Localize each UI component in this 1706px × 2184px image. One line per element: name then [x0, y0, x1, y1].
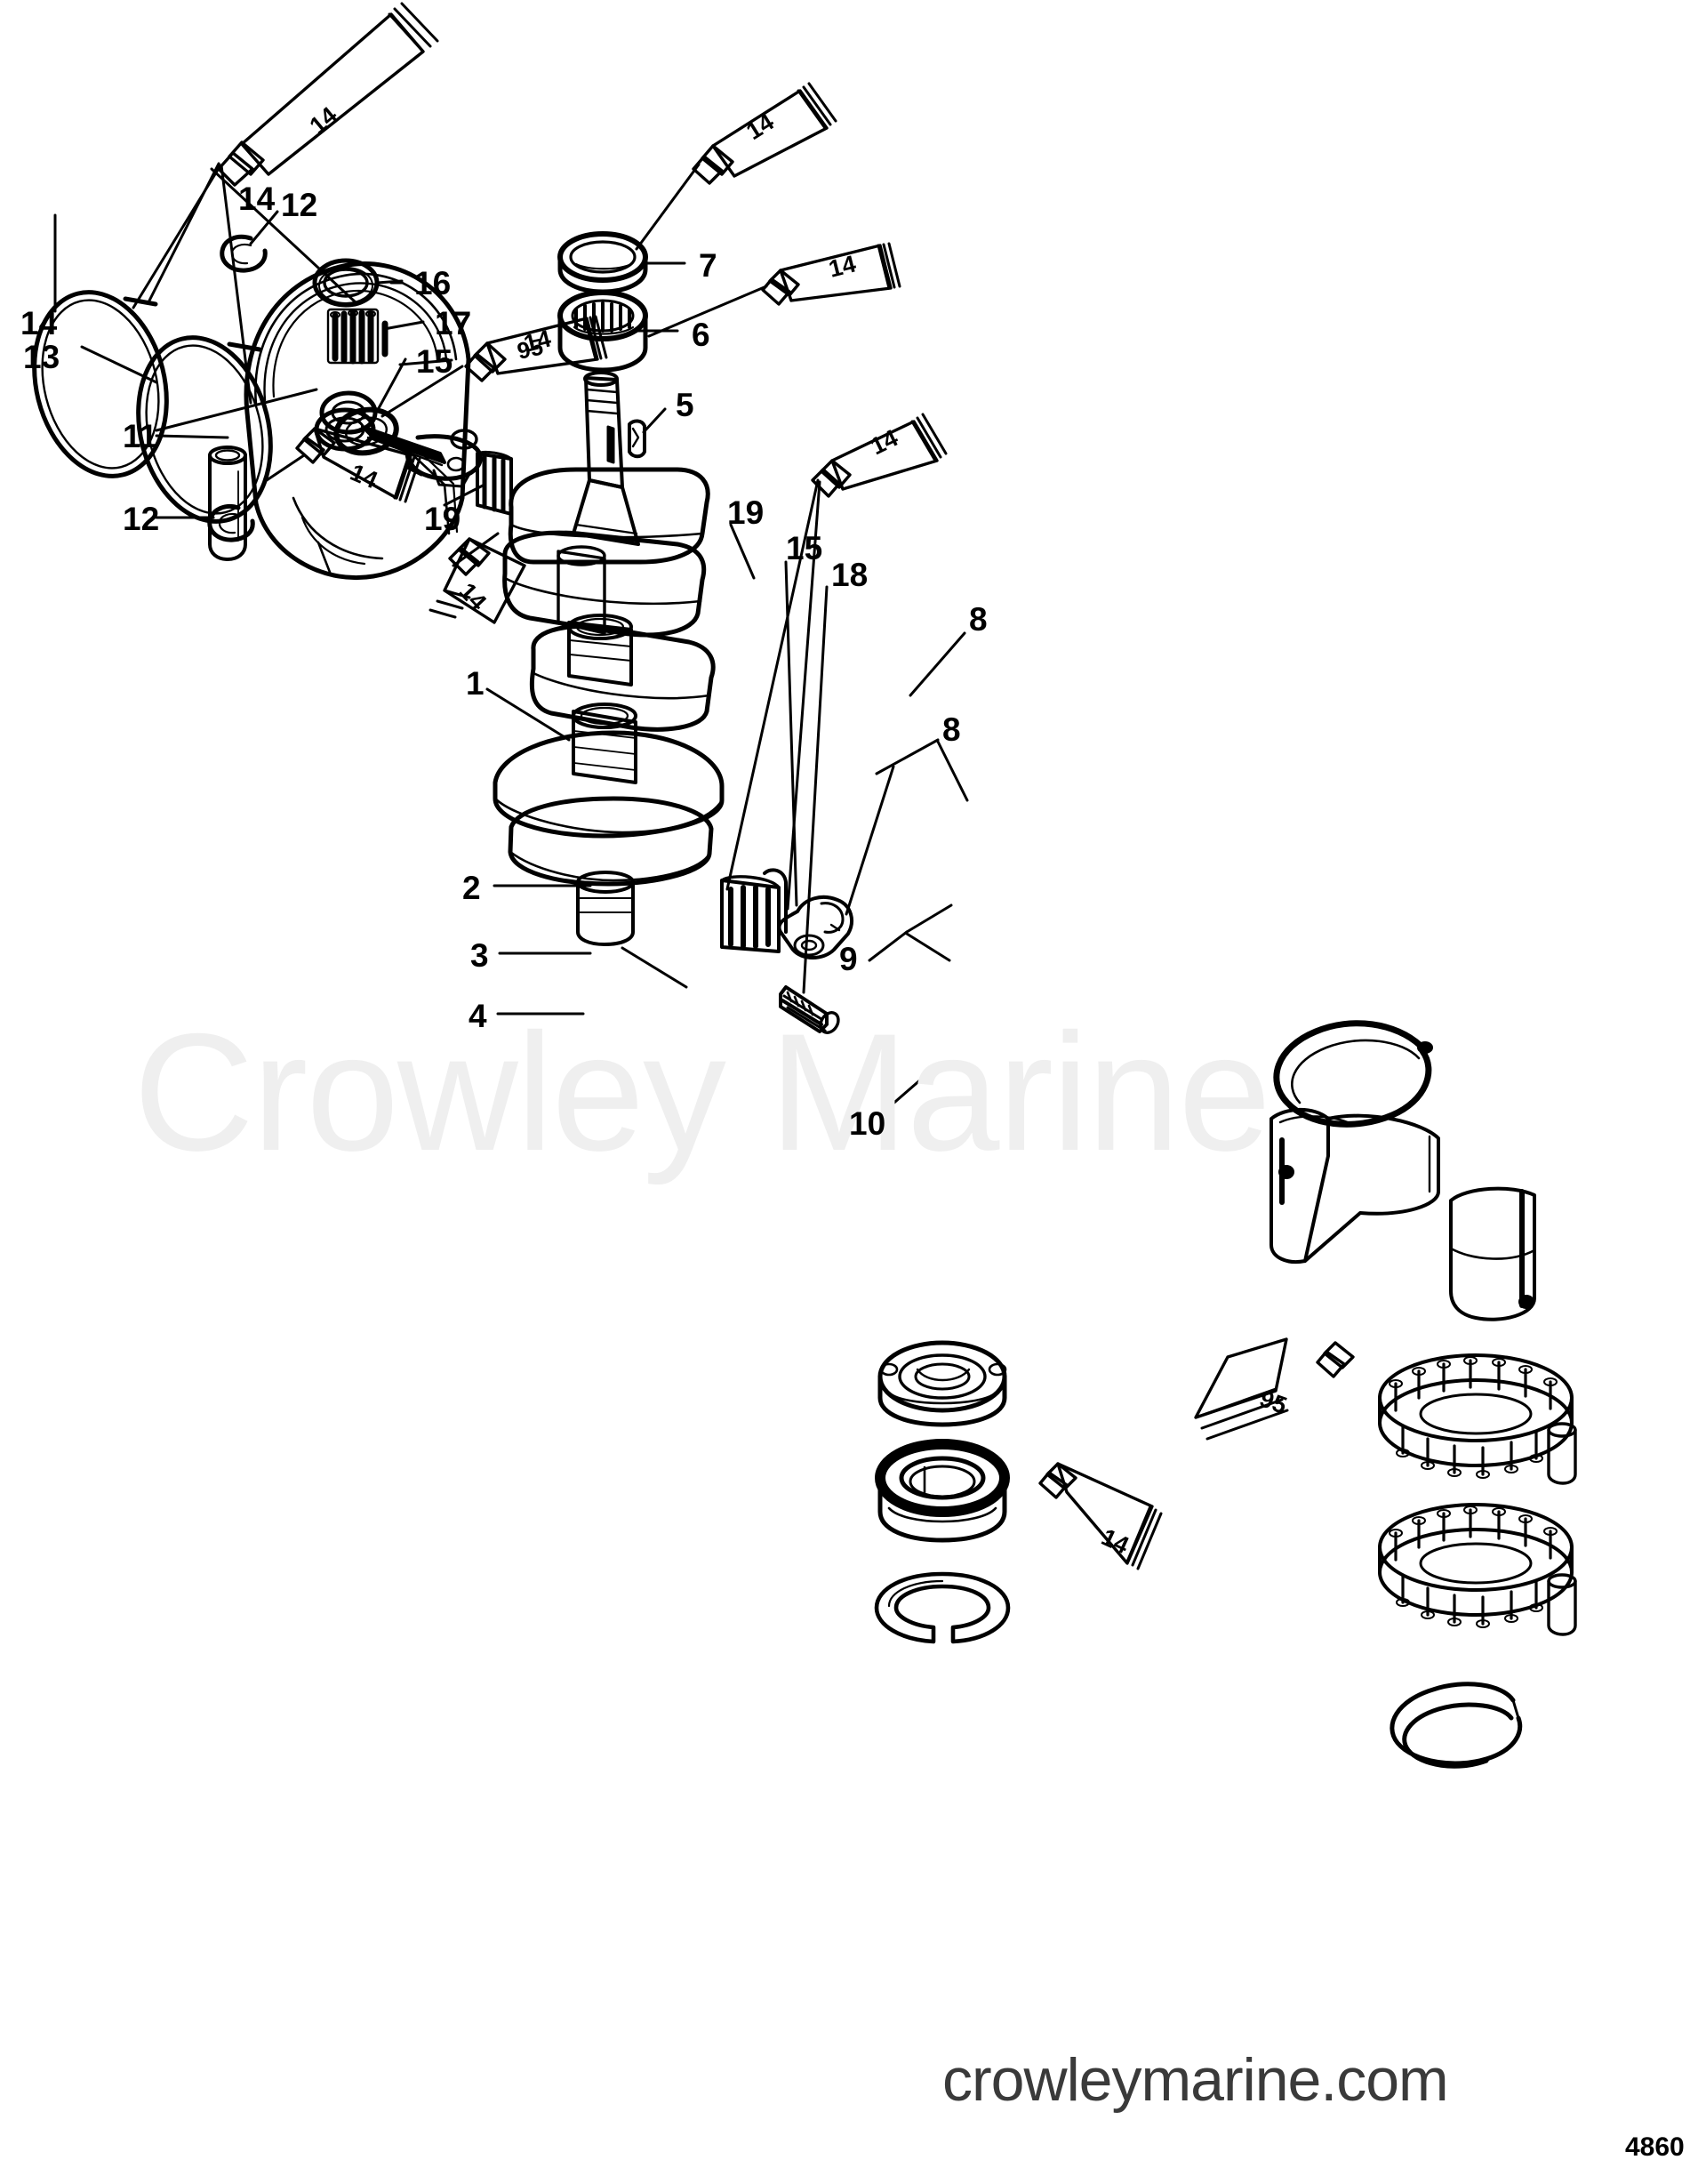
callout-5: 5 — [676, 387, 694, 423]
grease-tube-14-g — [1038, 1462, 1163, 1570]
callout-15-left: 15 — [416, 343, 453, 380]
roller-bearing-cage-upper — [1378, 1353, 1574, 1479]
footer-drawing-number: 4860 — [1625, 2132, 1685, 2162]
callout-12-left: 12 — [123, 501, 160, 537]
callout-3: 3 — [470, 937, 489, 974]
callout-13-left: 13 — [23, 339, 60, 375]
piston-ring-lower — [136, 335, 273, 524]
center-main-retaining-ring-10 — [1390, 1682, 1523, 1769]
svg-text:14: 14 — [305, 101, 342, 139]
callout-8-bottom: 8 — [942, 711, 961, 748]
lock-ring-lower — [207, 504, 255, 542]
callout-14-top-left: 14 — [238, 181, 276, 217]
grease-tube-14-b — [295, 427, 421, 503]
svg-text:14: 14 — [347, 459, 381, 494]
bearing-race-half-right — [1449, 1186, 1536, 1321]
callout-19-left: 19 — [424, 501, 461, 537]
roller-bearing-cage-lower — [1378, 1503, 1574, 1628]
crankshaft-body — [493, 371, 725, 946]
rod-bearing-cage-left — [476, 450, 513, 516]
needle-roller-set-17 — [326, 308, 388, 365]
grease-tube-14-a — [217, 2, 439, 187]
rod-bearing-cage-right — [720, 868, 788, 953]
callout-15-right: 15 — [786, 530, 823, 566]
svg-text:14: 14 — [454, 578, 492, 615]
svg-text:14: 14 — [1097, 1523, 1133, 1559]
connecting-rod-bolt-18 — [779, 985, 840, 1034]
watermark-crowley-marine: Crowley Marine — [133, 999, 1271, 1185]
footer-site-url[interactable]: crowleymarine.com — [942, 2046, 1449, 2114]
lower-main-bearing-3 — [875, 1439, 1010, 1543]
callout-8-top: 8 — [969, 601, 988, 638]
callout-11: 11 — [123, 418, 158, 454]
thrust-washer-16 — [312, 258, 380, 308]
callout-1-crankshaft: 1 — [466, 665, 485, 702]
callout-6: 6 — [692, 317, 710, 353]
callout-9: 9 — [839, 941, 858, 977]
tube-labels-95: 95 — [515, 333, 546, 365]
grease-tube-14-d — [692, 82, 837, 185]
leader-lines — [53, 162, 969, 1115]
woodruff-key-5 — [628, 419, 646, 459]
lock-ring-upper — [220, 234, 268, 273]
loose-roller-upper — [1547, 1422, 1577, 1485]
svg-text:95: 95 — [515, 333, 546, 365]
svg-text:14: 14 — [826, 250, 858, 282]
callout-4: 4 — [469, 998, 487, 1034]
bearing-race-half-left — [1269, 1107, 1440, 1264]
loose-roller-lower — [1547, 1573, 1577, 1636]
callout-17: 17 — [435, 305, 472, 341]
callout-16: 16 — [414, 265, 452, 301]
grease-tube-14-c — [429, 537, 526, 624]
upper-needle-bearing-6 — [557, 290, 648, 373]
callout-7: 7 — [699, 247, 717, 284]
svg-text:14: 14 — [521, 325, 553, 357]
callout-19-right: 19 — [727, 494, 765, 531]
connecting-rod-cap-15 — [777, 895, 853, 960]
bearing-carrier-2 — [877, 1340, 1007, 1427]
callout-14-left: 14 — [20, 305, 58, 341]
upper-oil-seal-7 — [557, 231, 648, 294]
retaining-ring-4 — [874, 1571, 1011, 1644]
svg-text:95: 95 — [1256, 1385, 1290, 1418]
callout-2: 2 — [462, 870, 481, 906]
grease-tube-14-f — [811, 413, 948, 498]
grease-tube-95-a — [464, 315, 608, 382]
center-main-snap-ring-8 — [1273, 1020, 1433, 1128]
callout-12-top: 12 — [281, 187, 318, 223]
svg-text:14: 14 — [741, 108, 778, 145]
grease-tube-14-e — [761, 242, 901, 306]
callout-18: 18 — [831, 557, 869, 593]
callout-10: 10 — [849, 1105, 886, 1142]
grease-tube-95-b — [1194, 1337, 1355, 1441]
piston-pin — [208, 446, 247, 561]
